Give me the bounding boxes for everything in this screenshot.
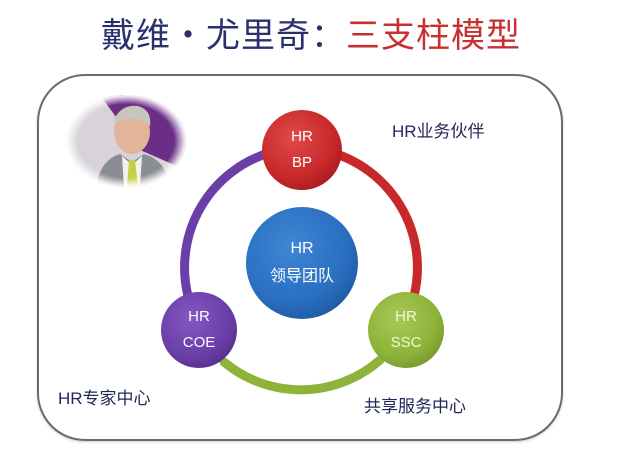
node-hr-ssc-line1: HR xyxy=(395,308,417,325)
title-model: 三支柱模型 xyxy=(346,16,521,56)
label-hr-business-partner: HR业务伙伴 xyxy=(392,122,485,141)
node-hr-leadership-label: HR 领导团队 xyxy=(246,235,358,291)
node-hr-coe-label: HR COE xyxy=(161,304,237,356)
node-hr-ssc-line2: SSC xyxy=(390,334,422,351)
ring-segment-ssc-coe xyxy=(219,355,385,395)
ring-segment-coe-bp xyxy=(180,147,277,301)
node-hr-ssc-label: HR SSC xyxy=(368,304,444,356)
node-hr-bp-label: HR BP xyxy=(262,124,342,176)
ring-segment-bp-ssc xyxy=(325,147,422,301)
label-shared-service-center: 共享服务中心 xyxy=(364,397,466,416)
node-hr-bp-line1: HR xyxy=(291,128,313,145)
node-hr-coe-line2: COE xyxy=(182,334,216,351)
diagram-frame xyxy=(37,74,563,441)
title-author: 戴维・尤里奇： xyxy=(101,16,346,56)
node-hr-leadership-line1: HR xyxy=(290,240,314,257)
node-hr-coe-line1: HR xyxy=(188,308,210,325)
node-hr-leadership-line2: 领导团队 xyxy=(269,268,334,285)
node-hr-ssc xyxy=(368,292,444,368)
node-hr-leadership xyxy=(246,207,358,319)
portrait-photo xyxy=(66,95,186,187)
label-hr-center-of-expertise: HR专家中心 xyxy=(58,389,151,408)
node-hr-bp-line2: BP xyxy=(291,154,312,171)
node-hr-bp xyxy=(262,110,342,190)
node-hr-coe xyxy=(161,292,237,368)
diagram-title: 戴维・尤里奇：三支柱模型 xyxy=(0,14,622,58)
